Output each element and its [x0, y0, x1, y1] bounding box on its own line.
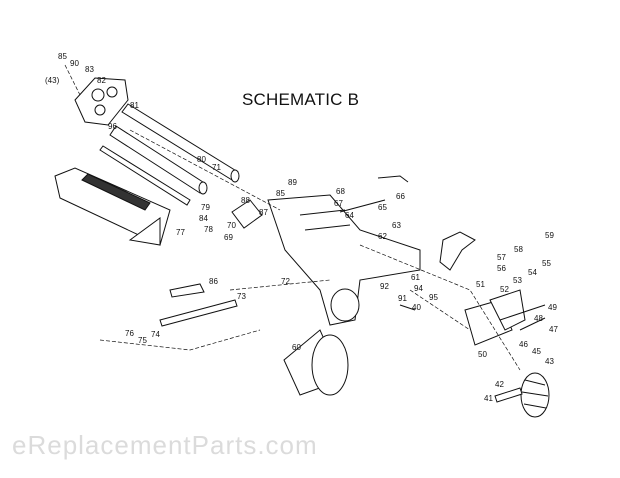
part-label: 67 — [334, 199, 343, 208]
part-label: 82 — [97, 76, 106, 85]
part-label: 75 — [138, 336, 147, 345]
part-label: 57 — [497, 253, 506, 262]
part-label: 76 — [125, 329, 134, 338]
part-label: 70 — [227, 221, 236, 230]
part-label: 84 — [199, 214, 208, 223]
tube-parts — [99, 103, 263, 229]
part-label: 78 — [204, 225, 213, 234]
part-label: 58 — [514, 245, 523, 254]
part-label: 61 — [411, 273, 420, 282]
main-body-part — [267, 194, 421, 326]
part-label: 73 — [237, 292, 246, 301]
part-label: 72 — [281, 277, 290, 286]
part-label: 66 — [396, 192, 405, 201]
spring-part — [494, 372, 550, 418]
part-label: 41 — [484, 394, 493, 403]
part-label: 74 — [151, 330, 160, 339]
dust-chute-part — [283, 329, 349, 396]
schematic-title: SCHEMATIC B — [242, 90, 360, 109]
part-label: 53 — [513, 276, 522, 285]
part-label: 40 — [412, 303, 421, 312]
part-label: 51 — [476, 280, 485, 289]
watermark: eReplacementParts.com — [12, 430, 318, 460]
cover-part — [54, 167, 171, 246]
part-label: 83 — [85, 65, 94, 74]
part-label: 69 — [224, 233, 233, 242]
bolt-parts — [399, 304, 546, 331]
part-label: 85 — [276, 189, 285, 198]
part-label: 81 — [130, 101, 139, 110]
part-label: 46 — [519, 340, 528, 349]
part-label: 54 — [528, 268, 537, 277]
part-label: 42 — [495, 380, 504, 389]
part-label: 65 — [378, 203, 387, 212]
shaft-part — [159, 299, 238, 327]
leader-lines — [64, 64, 521, 371]
part-label: 56 — [497, 264, 506, 273]
part-label: 88 — [241, 196, 250, 205]
part-label: 87 — [259, 208, 268, 217]
part-label: 68 — [336, 187, 345, 196]
part-label: 90 — [70, 59, 79, 68]
part-label: 95 — [429, 293, 438, 302]
part-label: 59 — [545, 231, 554, 240]
part-label: 55 — [542, 259, 551, 268]
part-label: 62 — [378, 232, 387, 241]
part-label: 49 — [548, 303, 557, 312]
part-label: 77 — [176, 228, 185, 237]
lever-part — [377, 175, 409, 183]
bracket-part — [439, 231, 526, 346]
rod-part — [339, 199, 386, 213]
part-label: 85 — [58, 52, 67, 61]
part-label: 63 — [392, 221, 401, 230]
part-label: 50 — [478, 350, 487, 359]
part-label: 52 — [500, 285, 509, 294]
handle-part — [169, 283, 205, 298]
part-label: 60 — [292, 343, 301, 352]
part-label: 80 — [197, 155, 206, 164]
part-label: 89 — [288, 178, 297, 187]
part-label: 71 — [212, 163, 221, 172]
part-label: 43 — [545, 357, 554, 366]
part-label: 92 — [380, 282, 389, 291]
part-label: (43) — [45, 76, 60, 85]
part-label: 91 — [398, 294, 407, 303]
part-label: 79 — [201, 203, 210, 212]
part-label: 48 — [534, 314, 543, 323]
part-label: 94 — [414, 284, 423, 293]
part-label: 96 — [108, 122, 117, 131]
part-label: 64 — [345, 211, 354, 220]
part-label: 47 — [549, 325, 558, 334]
end-cap-part — [74, 77, 129, 126]
part-label: 45 — [532, 347, 541, 356]
part-label: 86 — [209, 277, 218, 286]
